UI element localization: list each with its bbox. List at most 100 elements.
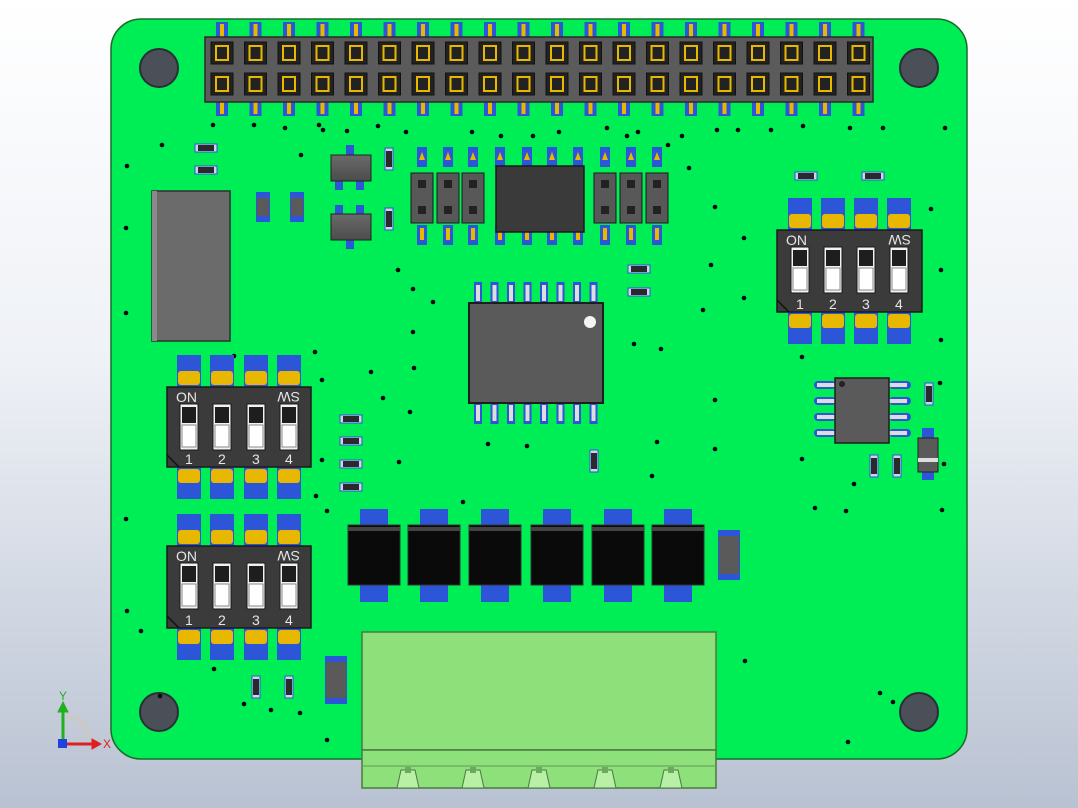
dip-toggle[interactable]	[823, 246, 843, 294]
header-connector-2x20[interactable]	[204, 22, 874, 116]
dip-on-label: ON	[176, 548, 197, 564]
via	[403, 129, 409, 135]
via	[742, 658, 748, 664]
via	[123, 516, 129, 522]
pin-header-pin	[619, 172, 643, 224]
soic8-ic-right[interactable]	[814, 377, 911, 444]
smd-diodes	[347, 509, 705, 602]
dip-position-label: 2	[218, 451, 226, 467]
via	[845, 739, 851, 745]
x-axis-label: X	[103, 737, 111, 751]
via	[939, 507, 945, 513]
pin-header-pin	[593, 172, 617, 224]
via	[880, 125, 886, 131]
dip-toggle[interactable]	[279, 562, 299, 610]
smd-diode	[591, 524, 645, 586]
via	[851, 481, 857, 487]
via	[319, 457, 325, 463]
dip-position-label: 3	[252, 451, 260, 467]
mounting-holes	[139, 48, 939, 732]
dip-toggle[interactable]	[212, 562, 232, 610]
via	[316, 122, 322, 128]
via	[380, 395, 386, 401]
via	[712, 446, 718, 452]
via	[268, 707, 274, 713]
via	[937, 380, 943, 386]
smd-diode	[347, 524, 401, 586]
smd-diode	[530, 524, 584, 586]
via	[877, 690, 883, 696]
via	[324, 508, 330, 514]
via	[942, 125, 948, 131]
via	[658, 346, 664, 352]
smd-diode	[407, 524, 461, 586]
pin-header-pin	[436, 172, 460, 224]
dip-toggle[interactable]	[212, 403, 232, 451]
mounting-hole	[899, 48, 939, 88]
vias	[123, 122, 948, 745]
via	[124, 608, 130, 614]
via	[941, 461, 947, 467]
via	[344, 128, 350, 134]
via	[282, 125, 288, 131]
via	[469, 129, 475, 135]
dip-position-label: 1	[185, 451, 193, 467]
via	[159, 142, 165, 148]
axis-triad: Y X	[57, 689, 111, 751]
terminal-screw	[527, 769, 551, 789]
via	[124, 163, 130, 169]
via	[708, 262, 714, 268]
dip-toggle[interactable]	[790, 246, 810, 294]
dip-toggle[interactable]	[279, 403, 299, 451]
via	[411, 365, 417, 371]
pin-header-row[interactable]	[410, 147, 669, 245]
mounting-hole	[899, 692, 939, 732]
via	[410, 329, 416, 335]
via	[635, 129, 641, 135]
dip-toggle[interactable]	[246, 562, 266, 610]
via	[241, 701, 247, 707]
dip-position-label: 1	[796, 296, 804, 312]
via	[890, 699, 896, 705]
via	[928, 206, 934, 212]
via	[368, 369, 374, 375]
sot23-transistor[interactable]	[330, 205, 372, 249]
dip-position-label: 2	[829, 296, 837, 312]
relay-block[interactable]	[151, 190, 231, 342]
via	[679, 133, 685, 139]
dip-brand-label: SW	[888, 232, 911, 248]
via	[631, 341, 637, 347]
dip-position-label: 4	[895, 296, 903, 312]
smd-passives	[194, 143, 934, 704]
via	[768, 127, 774, 133]
dip-toggle[interactable]	[856, 246, 876, 294]
via	[157, 693, 163, 699]
dip-toggle[interactable]	[179, 562, 199, 610]
dip-toggle[interactable]	[246, 403, 266, 451]
terminal-screw	[461, 769, 485, 789]
via	[799, 456, 805, 462]
dip-toggle[interactable]	[889, 246, 909, 294]
terminal-screw	[593, 769, 617, 789]
terminal-block[interactable]	[361, 631, 717, 789]
dip-toggle[interactable]	[179, 403, 199, 451]
dip-position-label: 3	[862, 296, 870, 312]
via	[498, 133, 504, 139]
mounting-hole	[139, 692, 179, 732]
dip-position-label: 4	[285, 612, 293, 628]
via	[800, 123, 806, 129]
smd-diode	[468, 524, 522, 586]
sot23-transistor[interactable]	[330, 145, 372, 190]
via	[649, 473, 655, 479]
via	[938, 267, 944, 273]
via	[735, 127, 741, 133]
via	[324, 737, 330, 743]
via	[138, 628, 144, 634]
soic-ic-center[interactable]	[468, 282, 604, 424]
z-axis-marker	[58, 739, 67, 748]
